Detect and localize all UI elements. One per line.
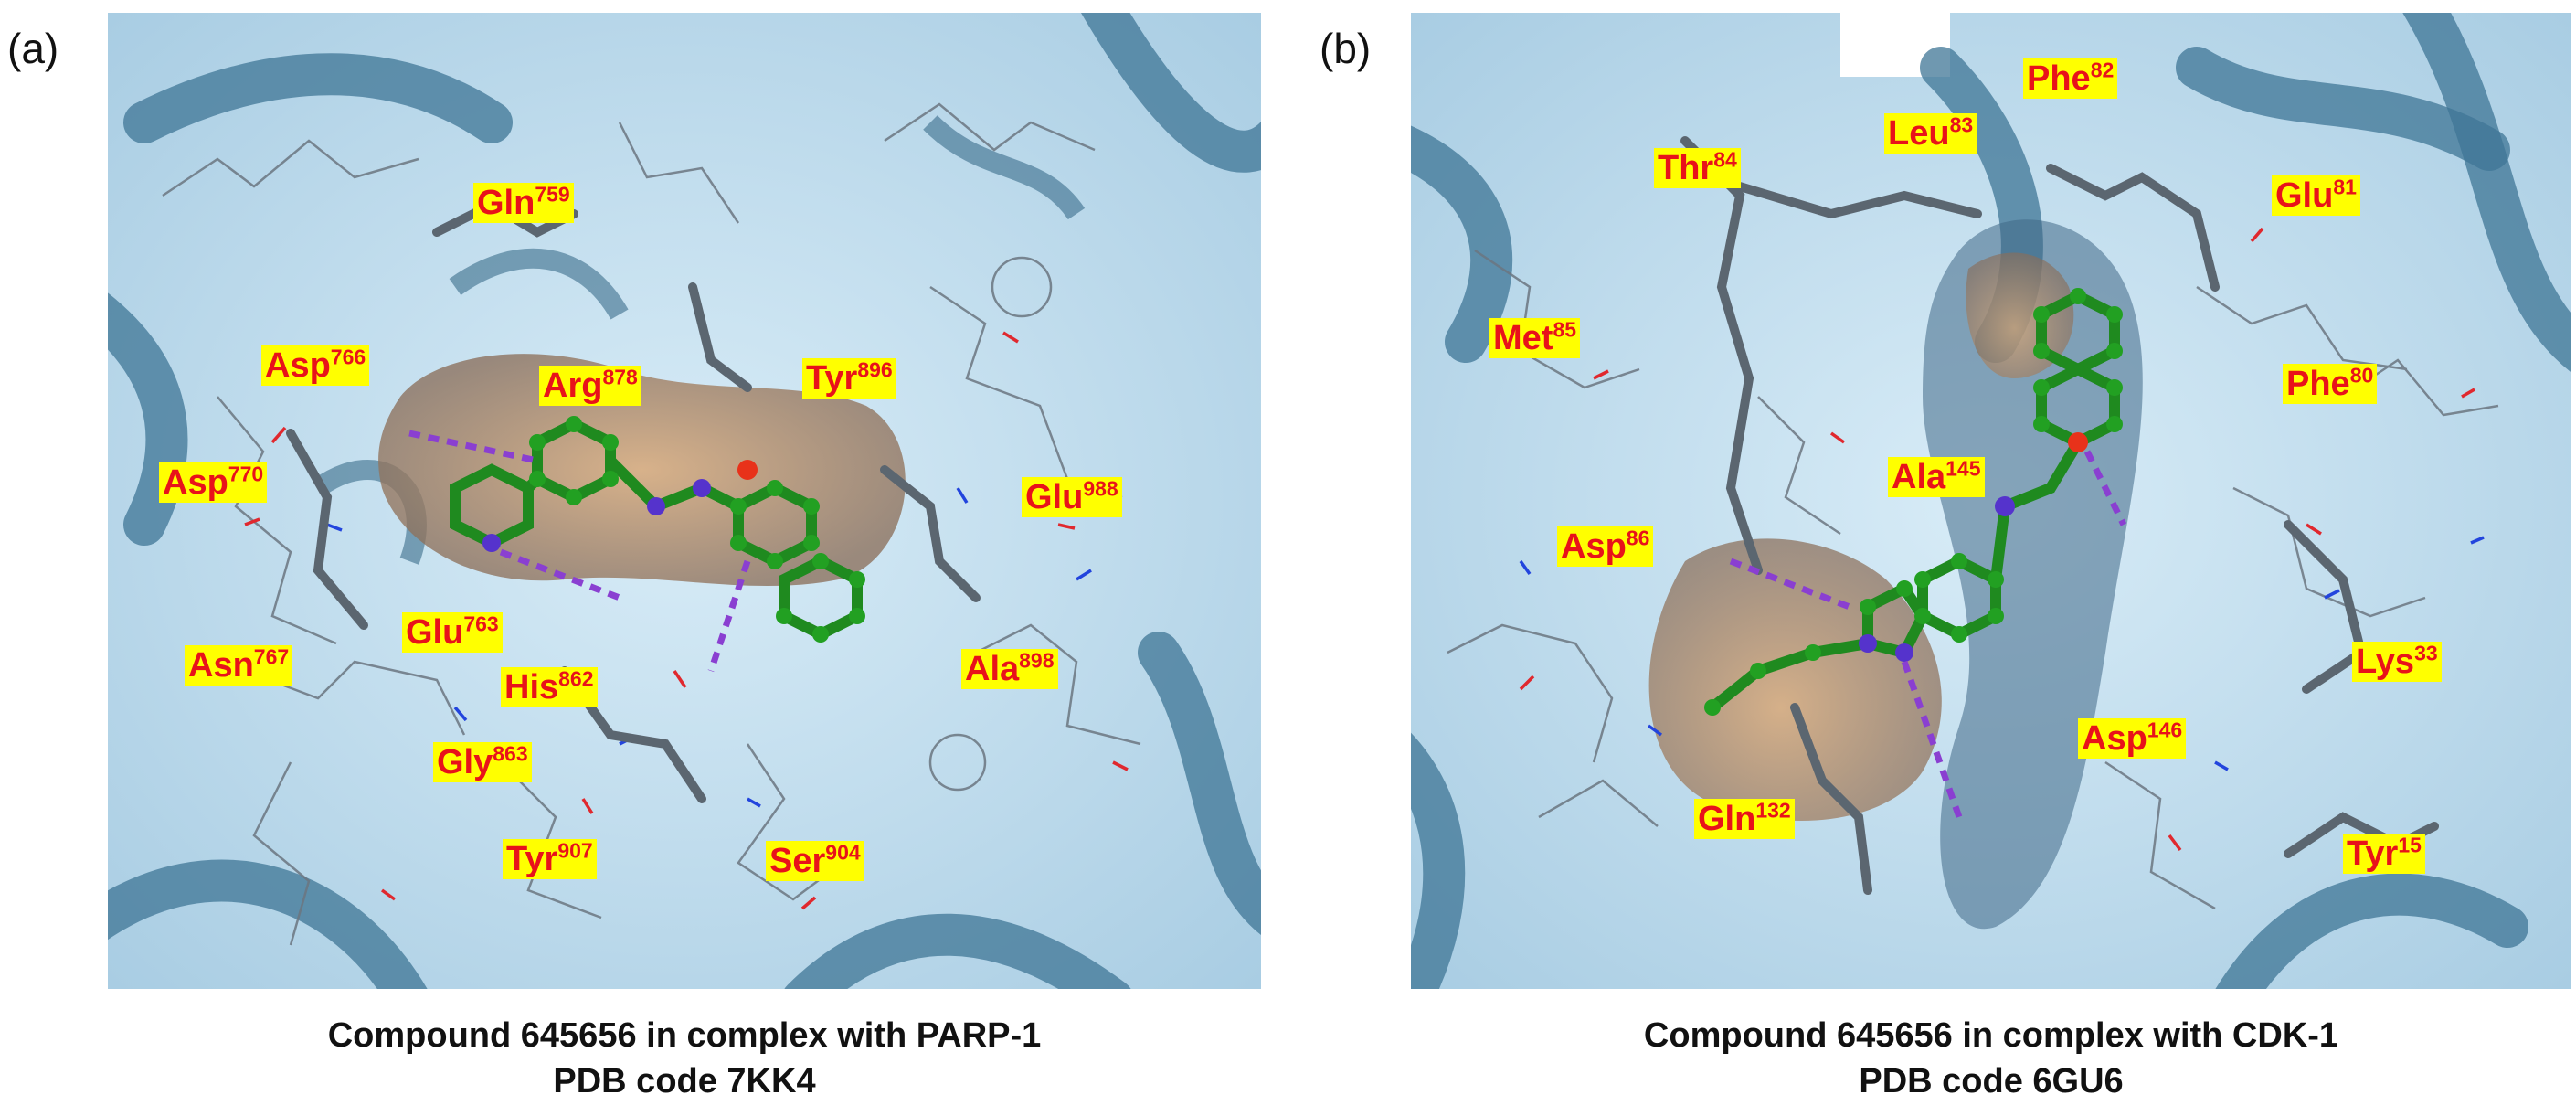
residue-label: Phe82 <box>2023 58 2118 99</box>
residue-label: Asp146 <box>2078 718 2187 759</box>
residue-label: Phe80 <box>2283 364 2378 404</box>
residue-label: Asp766 <box>261 345 370 386</box>
panel-a-caption: Compound 645656 in complex with PARP-1 P… <box>108 1013 1261 1104</box>
panel-a-image: Gln759 Asp766 Arg878 Tyr896 Asp770 Glu98… <box>108 13 1261 989</box>
panel-tag-a: (a) <box>7 25 59 72</box>
residue-label: Glu81 <box>2272 175 2360 216</box>
residue-label: Ala898 <box>961 649 1058 689</box>
residue-label: Thr84 <box>1654 148 1741 188</box>
residue-label: Tyr15 <box>2343 834 2425 874</box>
panel-b-image: Phe82 Leu83 Thr84 Glu81 Met85 Phe80 Ala1… <box>1411 13 2571 989</box>
caption-line-1: Compound 645656 in complex with CDK-1 <box>1643 1016 2339 1055</box>
residue-label: Tyr907 <box>503 839 597 879</box>
residue-label: Leu83 <box>1884 113 1977 154</box>
residue-label: Asn767 <box>185 645 293 686</box>
residue-label: Met85 <box>1489 318 1581 358</box>
residue-label: Lys33 <box>2352 642 2442 682</box>
residue-label: Asp770 <box>159 462 268 503</box>
caption-line-2: PDB code 7KK4 <box>553 1062 816 1100</box>
residue-label: Gly863 <box>433 742 532 782</box>
residue-label: His862 <box>501 667 598 707</box>
panel-b-caption: Compound 645656 in complex with CDK-1 PD… <box>1411 1013 2571 1104</box>
residue-label: Gln132 <box>1694 799 1795 839</box>
residue-label: Arg878 <box>539 366 641 406</box>
residue-label: Glu763 <box>402 612 503 653</box>
residue-label: Ser904 <box>766 841 864 881</box>
residue-label: Tyr896 <box>802 358 896 399</box>
panel-tag-b: (b) <box>1320 25 1372 72</box>
residue-label: Asp86 <box>1557 526 1654 567</box>
caption-line-1: Compound 645656 in complex with PARP-1 <box>327 1016 1042 1055</box>
caption-line-2: PDB code 6GU6 <box>1859 1062 2124 1100</box>
residue-label: Gln759 <box>473 183 574 223</box>
residue-label: Glu988 <box>1022 477 1122 517</box>
residue-label: Ala145 <box>1888 457 1985 497</box>
